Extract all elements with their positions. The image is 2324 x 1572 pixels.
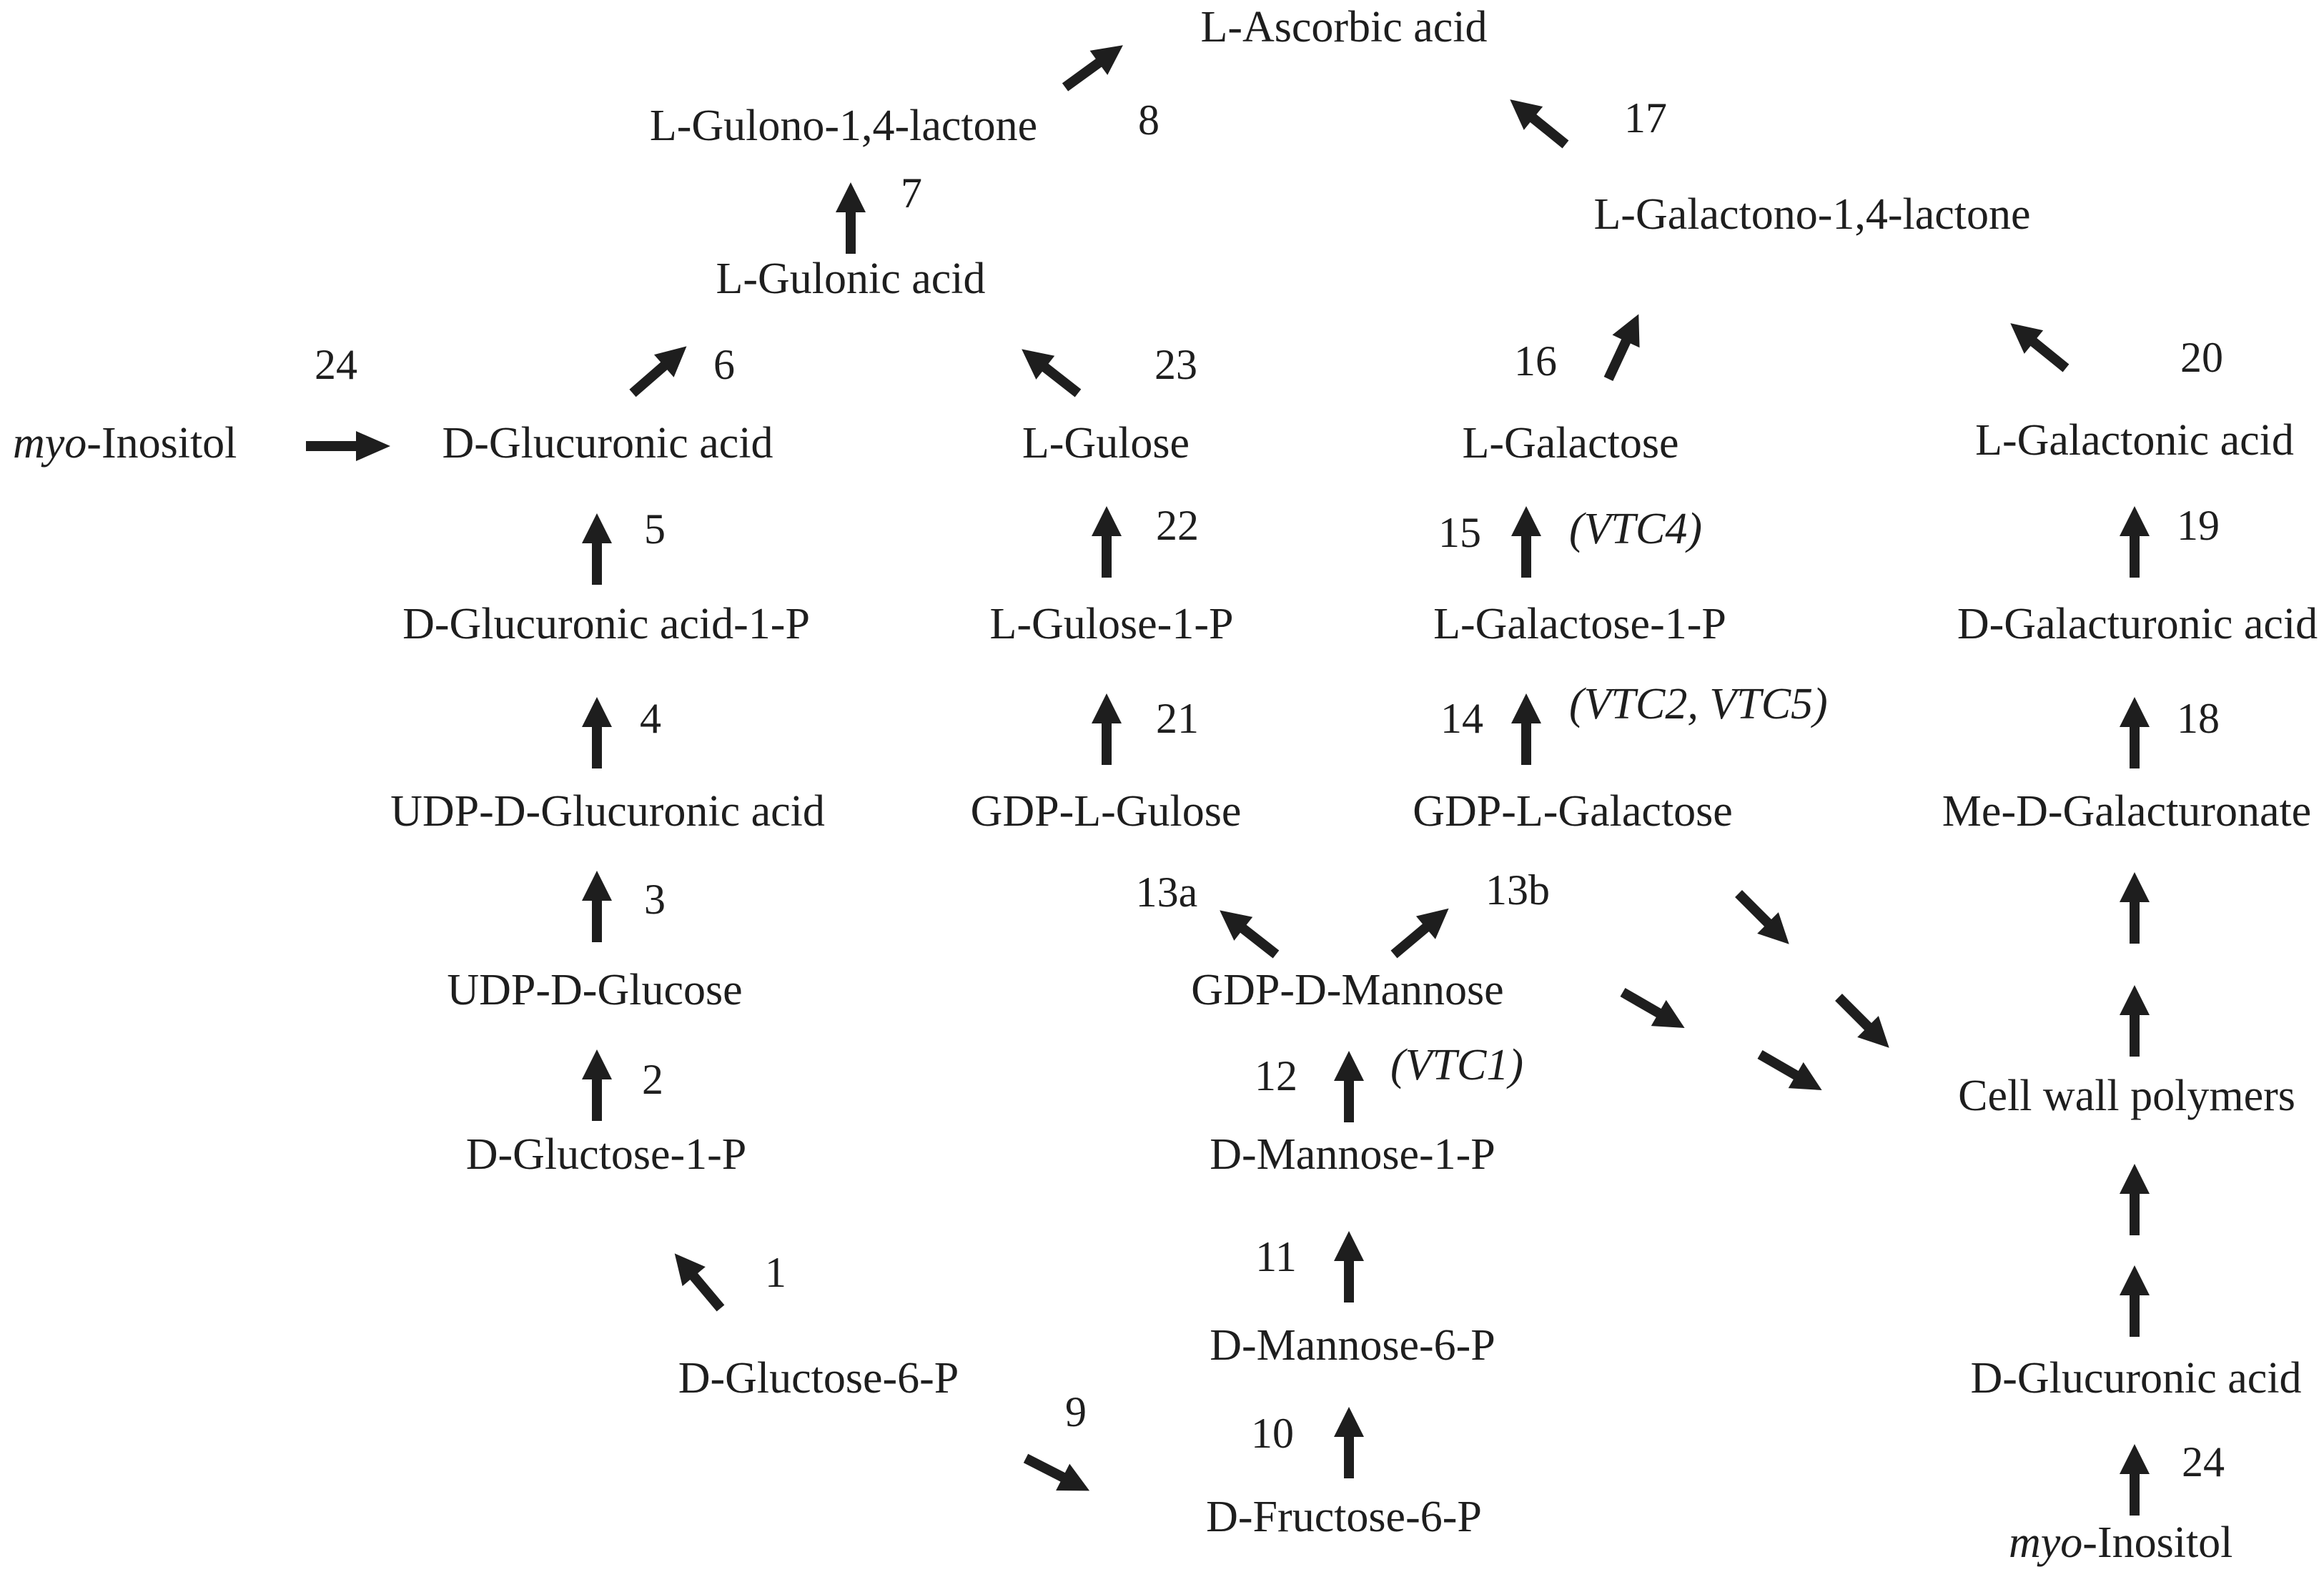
step-number-20: 20 (2180, 334, 2223, 381)
arrow-22-to-gulose (1092, 506, 1122, 578)
cell-wall-polymers-label: Cell wall polymers (1958, 1072, 2295, 1120)
step-number-24-left: 24 (315, 341, 357, 388)
step-number-22: 22 (1156, 502, 1199, 549)
myo-inositol-right-prefix: myo (2009, 1518, 2082, 1567)
arrow-21-to-gulose-1p (1092, 693, 1122, 765)
arrow-cellwall-to-me-galacturonate (2120, 872, 2150, 944)
step-number-5: 5 (644, 505, 666, 553)
arrow-18-to-galacturonic (2120, 697, 2150, 768)
l-galactonic-acid-label: L-Galactonic acid (1975, 416, 2294, 465)
arrow-6-to-gulonic (629, 346, 687, 397)
step-number-3: 3 (644, 876, 666, 923)
l-gulono-lactone-label: L-Gulono-1,4-lactone (650, 102, 1037, 150)
step-number-1: 1 (765, 1249, 786, 1296)
l-gulonic-acid-label: L-Gulonic acid (716, 254, 985, 303)
arrow-24-myo-to-glucuronic-right (2120, 1444, 2150, 1516)
vtc1-gene-label: (VTC1) (1390, 1041, 1523, 1089)
arrow-gdp-galactose-to-cellwall-b (1835, 994, 1889, 1048)
me-d-galacturonate-label: Me-D-Galacturonate (1942, 787, 2311, 836)
d-mannose-6p-label: D-Mannose-6-P (1210, 1321, 1495, 1370)
arrow-10-to-mannose-6p (1334, 1407, 1364, 1478)
arrow-cellwall-up-second (2120, 985, 2150, 1057)
arrow-8-to-ascorbic (1062, 45, 1123, 92)
step-number-15: 15 (1438, 509, 1481, 556)
l-gulose-1p-label: L-Gulose-1-P (990, 600, 1234, 648)
d-glucuronic-acid-1p-label: D-Glucuronic acid-1-P (402, 600, 810, 648)
d-glucuronic-acid-left-label: D-Glucuronic acid (442, 419, 773, 468)
arrow-1-to-glucose-1p (674, 1253, 725, 1312)
compound-labels: L-Ascorbic acid L-Gulono-1,4-lactone L-G… (13, 3, 2318, 1567)
myo-inositol-right-rest: -Inositol (2082, 1518, 2232, 1567)
arrow-gdp-mannose-to-cellwall-b (1757, 1049, 1822, 1090)
reaction-arrows (306, 45, 2150, 1516)
arrow-3-to-udp-glucuronic (582, 871, 612, 942)
step-number-13b: 13b (1485, 866, 1550, 914)
d-glucuronic-acid-right-label: D-Glucuronic acid (1970, 1354, 2301, 1403)
d-glucose-6p-label: D-Gluctose-6-P (678, 1354, 959, 1403)
step-number-6: 6 (713, 341, 735, 388)
udp-d-glucose-label: UDP-D-Glucose (447, 966, 742, 1014)
step-number-2: 2 (642, 1056, 663, 1103)
gdp-l-gulose-label: GDP-L-Gulose (971, 787, 1242, 836)
step-number-21: 21 (1156, 695, 1199, 742)
step-number-12: 12 (1255, 1052, 1297, 1099)
arrow-16-to-galactonolactone (1603, 314, 1640, 381)
arrow-glucuronic-to-cellwall-a (2120, 1164, 2150, 1235)
step-number-18: 18 (2177, 695, 2220, 742)
gdp-d-mannose-label: GDP-D-Mannose (1191, 966, 1503, 1014)
arrow-17-to-ascorbic (1510, 99, 1569, 149)
arrow-4-to-glucuronic-1p (582, 697, 612, 768)
d-glucose-1p-label: D-Gluctose-1-P (466, 1130, 747, 1179)
l-galactono-lactone-label: L-Galactono-1,4-lactone (1593, 190, 2030, 239)
arrow-19-to-galactonic (2120, 506, 2150, 578)
l-gulose-label: L-Gulose (1022, 419, 1190, 468)
step-number-8: 8 (1138, 97, 1159, 144)
l-galactose-1p-label: L-Galactose-1-P (1433, 600, 1726, 648)
step-number-16: 16 (1514, 337, 1557, 385)
myo-inositol-left-label: myo-Inositol (13, 419, 237, 468)
arrow-5-to-glucuronic (582, 513, 612, 585)
arrow-13a-to-gdp-gulose (1220, 910, 1280, 959)
arrow-14-to-galactose-1p (1511, 693, 1541, 765)
step-number-10: 10 (1251, 1410, 1294, 1457)
step-number-24-right: 24 (2182, 1438, 2225, 1486)
step-number-7: 7 (901, 169, 922, 217)
step-number-14: 14 (1440, 695, 1483, 742)
step-number-9: 9 (1065, 1388, 1087, 1435)
arrow-gdp-galactose-to-cellwall-a (1735, 890, 1789, 944)
arrow-9-to-fructose-6p (1023, 1453, 1090, 1491)
myo-inositol-right-label: myo-Inositol (2009, 1518, 2232, 1567)
arrow-13b-to-gdp-galactose (1390, 908, 1449, 959)
myo-inositol-left-prefix: myo (13, 419, 86, 468)
step-number-17: 17 (1624, 94, 1667, 142)
arrow-24-myo-to-glucuronic (306, 431, 390, 461)
arrow-gdp-mannose-to-cellwall-a (1620, 987, 1685, 1028)
step-number-11: 11 (1255, 1233, 1297, 1280)
vtc2-vtc5-gene-label: (VTC2, VTC5) (1569, 680, 1828, 728)
arrow-12-to-gdp-mannose (1334, 1051, 1364, 1122)
myo-inositol-left-rest: -Inositol (86, 419, 237, 468)
l-ascorbic-acid-label: L-Ascorbic acid (1200, 3, 1487, 51)
step-number-13a: 13a (1136, 869, 1198, 916)
d-fructose-6p-label: D-Fructose-6-P (1206, 1493, 1482, 1541)
l-galactose-label: L-Galactose (1463, 419, 1679, 468)
step-number-23: 23 (1154, 341, 1197, 388)
arrow-7-to-gulonolactone (836, 182, 866, 254)
vtc4-gene-label: (VTC4) (1569, 505, 1702, 553)
arrow-11-to-mannose-1p (1334, 1231, 1364, 1302)
arrow-20-to-galactonolactone (2010, 323, 2070, 372)
gene-labels: (VTC4) (VTC2, VTC5) (VTC1) (1390, 505, 1828, 1089)
arrow-15-to-galactose (1511, 506, 1541, 578)
udp-d-glucuronic-acid-label: UDP-D-Glucuronic acid (390, 787, 825, 836)
d-galacturonic-acid-label: D-Galacturonic acid (1957, 600, 2318, 648)
arrow-23-to-gulonic (1022, 349, 1082, 397)
step-number-4: 4 (640, 695, 661, 742)
gdp-l-galactose-label: GDP-L-Galactose (1413, 787, 1733, 836)
step-number-19: 19 (2177, 502, 2220, 549)
step-numbers: 1 2 3 4 5 6 7 8 9 10 11 12 13a 13b 14 15… (315, 94, 2225, 1486)
d-mannose-1p-label: D-Mannose-1-P (1210, 1130, 1495, 1179)
arrow-2-to-udp-glucose (582, 1049, 612, 1121)
arrow-glucuronic-to-cellwall-b (2120, 1265, 2150, 1337)
